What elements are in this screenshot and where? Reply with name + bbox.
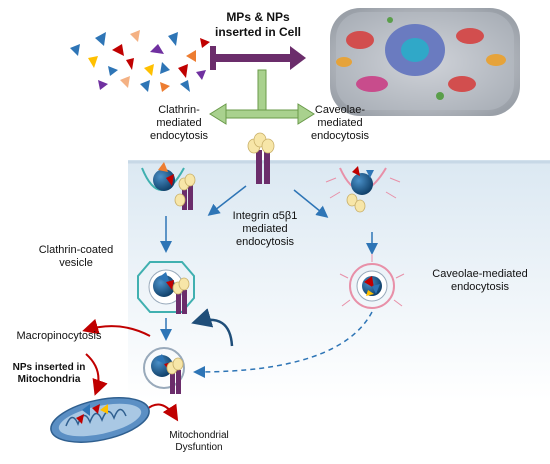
integrin-label-line2: mediated [242,223,288,235]
caveolae-right-label-line1: Caveolae-mediated [432,268,528,280]
integrin-label: Integrin α5β1 mediated endocytosis [210,210,320,249]
headline-line2: inserted in Cell [214,25,302,39]
dysfunction-label-line1: Mitochondrial [169,430,229,441]
caveolae-label-line1: Caveolae- [314,104,366,116]
clathrin-label-line2: mediated [156,117,202,129]
caveolae-vesicle [339,254,405,309]
clathrin-label-line3: endocytosis [149,130,209,142]
dysfunction-label-line2: Dysfuntion [175,442,223,453]
clathrin-label: Clathrin- mediated endocytosis [134,104,224,143]
mito-label-line1: NPs inserted in [12,362,86,373]
integrin-label-line3: endocytosis [235,236,295,248]
vesicle-label: Clathrin-coated vesicle [28,244,124,270]
mitochondrion [50,397,150,443]
integrin-left-arrow [207,185,247,216]
integrin-receptor [247,132,275,184]
caveolae-right-label: Caveolae-mediated endocytosis [420,268,540,294]
vesicle-label-line1: Clathrin-coated [38,244,114,256]
integrin-right-arrow [293,189,329,218]
caveolae-label: Caveolae- mediated endocytosis [300,104,380,143]
mito-entry-arrow [85,353,108,396]
integrin-label-line1: Integrin α5β1 [232,210,298,222]
dysfunction-label: Mitochondrial Dysfuntion [154,430,244,454]
recycling-arrow [191,308,234,347]
mito-label: NPs inserted in Mitochondria [2,362,96,386]
clathrin-coated-vesicle [137,261,195,314]
caveolae-label-line3: endocytosis [310,130,370,142]
particles-cluster [70,30,210,92]
headline-line1: MPs & NPs [226,10,290,24]
branch-arrow [209,69,315,125]
dysfunction-arrow [145,403,179,422]
macropinocytosis-label: Macropinocytosis [16,330,102,342]
clathrin-label-line1: Clathrin- [158,104,200,116]
insertion-arrow [210,46,306,70]
macropinocytosis-arrow [82,318,151,337]
caveolae-label-line2: mediated [317,117,363,129]
endosome [143,347,185,394]
vesicle-label-line2: vesicle [59,257,93,269]
mito-label-line2: Mitochondria [17,374,81,385]
cell-illustration [330,8,520,116]
caveolae-pit [325,166,401,213]
caveolae-to-endosome-arrow [193,311,373,378]
clathrin-pit [141,162,196,210]
caveolae-right-label-line2: endocytosis [450,281,510,293]
cell-cytoplasm [128,160,550,400]
headline: MPs & NPs inserted in Cell [206,10,310,40]
